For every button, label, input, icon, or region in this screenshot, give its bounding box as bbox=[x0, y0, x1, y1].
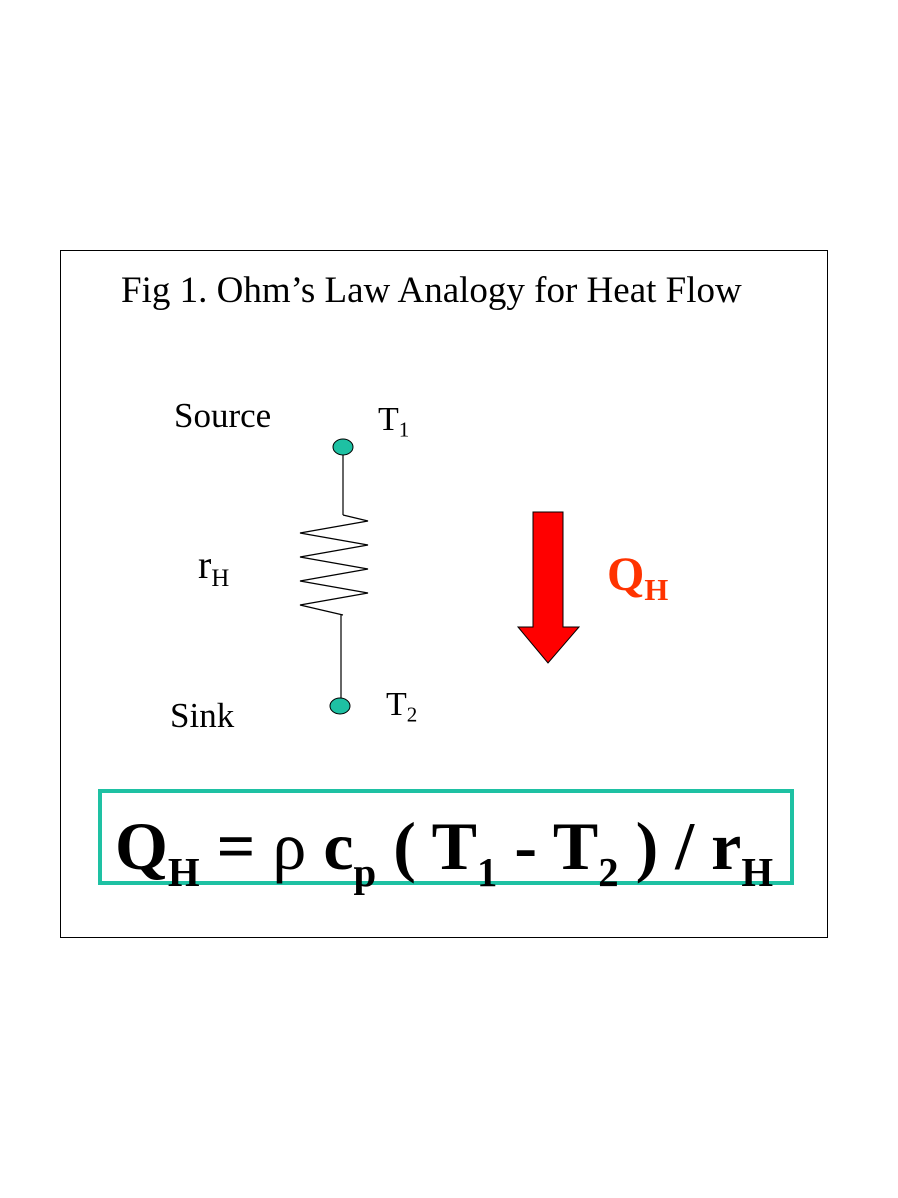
resistance-subscript: H bbox=[211, 564, 230, 592]
sink-label: Sink bbox=[170, 696, 235, 735]
eq-q: Q bbox=[115, 808, 168, 884]
source-node bbox=[332, 438, 354, 456]
t1-label: T1 bbox=[378, 401, 409, 441]
eq-t2-sub: 2 bbox=[598, 850, 619, 896]
eq-c: c bbox=[306, 808, 354, 884]
resistance-base: r bbox=[198, 542, 212, 587]
t2-subscript: 2 bbox=[406, 702, 418, 727]
t1-subscript: 1 bbox=[398, 417, 410, 442]
eq-close-divide: ) / bbox=[618, 808, 712, 884]
t1-base: T bbox=[378, 401, 399, 438]
eq-q-sub: H bbox=[167, 850, 200, 896]
eq-minus: - bbox=[497, 808, 553, 884]
eq-equals: = bbox=[199, 808, 273, 884]
t2-base: T bbox=[386, 686, 407, 723]
eq-r-sub: H bbox=[741, 850, 774, 896]
resistance-label: rH bbox=[198, 542, 229, 591]
resistor-zigzag bbox=[299, 514, 369, 616]
figure-title: Fig 1. Ohm’s Law Analogy for Heat Flow bbox=[121, 270, 742, 311]
eq-rho: ρ bbox=[272, 808, 307, 884]
eq-t1-sub: 1 bbox=[477, 850, 498, 896]
t2-label: T2 bbox=[386, 686, 417, 726]
heat-flow-label: QH bbox=[607, 548, 668, 606]
heat-flow-subscript: H bbox=[644, 572, 669, 607]
heat-flow-arrow bbox=[516, 511, 581, 664]
figure-frame bbox=[60, 250, 828, 938]
eq-r: r bbox=[711, 808, 742, 884]
sink-node bbox=[329, 697, 351, 715]
eq-c-sub: p bbox=[353, 850, 377, 896]
eq-t1: T bbox=[431, 808, 477, 884]
source-label: Source bbox=[174, 396, 272, 435]
equation-box bbox=[98, 789, 794, 885]
heat-flow-base: Q bbox=[607, 548, 645, 601]
eq-t2: T bbox=[552, 808, 599, 884]
heat-flow-equation: QH = ρ cp ( T1 - T2 ) / rH bbox=[115, 812, 773, 893]
eq-open-paren: ( bbox=[376, 808, 432, 884]
